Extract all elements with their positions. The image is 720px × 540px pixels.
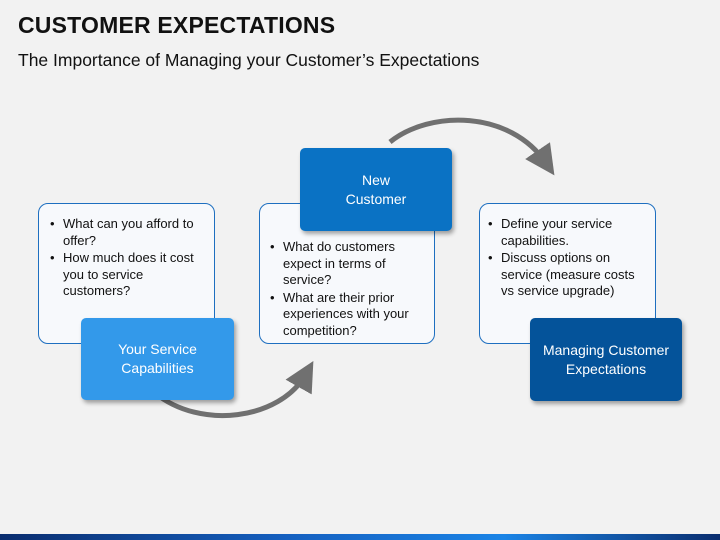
step-3-bullet: Discuss options on service (measure cost… — [486, 250, 647, 300]
step-2-card-new-customer: New Customer — [300, 148, 452, 231]
step-1-bullet: What can you afford to offer? — [48, 216, 206, 249]
step-2-bullet: What do customers expect in terms of ser… — [268, 239, 426, 289]
step-2-bullet-list: What do customers expect in terms of ser… — [268, 239, 426, 339]
footer-accent-bar — [0, 534, 720, 540]
step-2-bullet: What are their prior experiences with yo… — [268, 290, 426, 340]
arrow-step1-to-step2 — [153, 360, 314, 419]
step-3-bullet: Define your service capabilities. — [486, 216, 647, 249]
step-3-card-managing-customer-expectations: Managing Customer Expectations — [530, 318, 682, 401]
page-title: CUSTOMER EXPECTATIONS — [18, 12, 336, 38]
step-1-bullet: How much does it cost you to service cus… — [48, 250, 206, 300]
step-3-bullet-list: Define your service capabilities. Discus… — [486, 216, 647, 300]
page-subtitle: The Importance of Managing your Customer… — [18, 50, 480, 70]
arrow-step2-to-step3 — [388, 117, 555, 176]
step-1-card-your-service-capabilities: Your Service Capabilities — [81, 318, 234, 400]
step-1-bullet-list: What can you afford to offer? How much d… — [48, 216, 206, 300]
